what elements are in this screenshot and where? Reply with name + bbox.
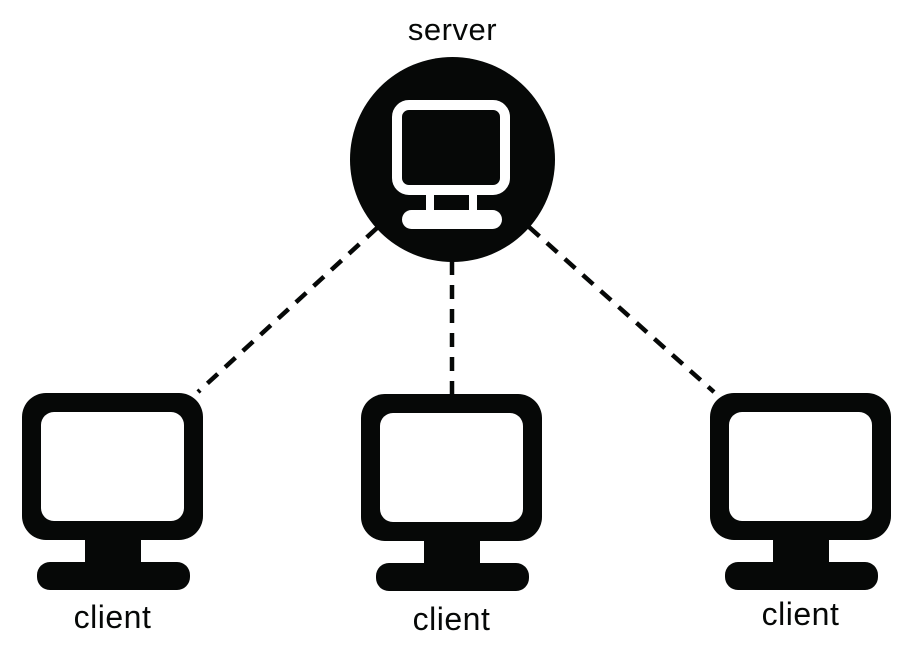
- client-icon: [361, 394, 542, 591]
- client-icon: [710, 393, 891, 590]
- server-label: server: [407, 12, 498, 47]
- connection-server-client-1: [196, 226, 379, 394]
- client-label: client: [73, 599, 152, 635]
- server-icon: [350, 57, 555, 262]
- client-icon: [22, 393, 203, 590]
- client-label: client: [761, 596, 840, 632]
- client-label: client: [412, 601, 491, 637]
- connection-server-client-3: [527, 225, 716, 394]
